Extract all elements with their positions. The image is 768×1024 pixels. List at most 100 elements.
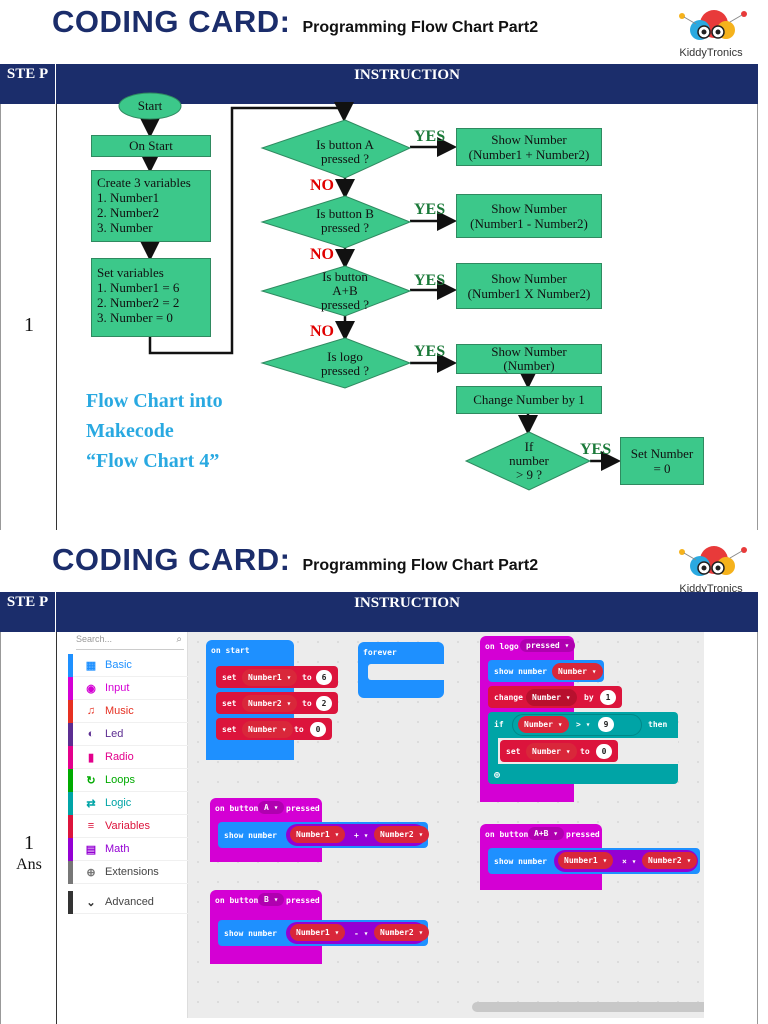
set-number-block[interactable]: set Number ▾ to 0: [216, 718, 332, 740]
grid-icon: ▦: [85, 659, 97, 672]
category-color-bar: [68, 745, 73, 769]
card-title-sub: Programming Flow Chart Part2: [302, 19, 539, 36]
show-difference-block[interactable]: show number Number1 ▾ - ▾ Number2 ▾: [218, 920, 430, 946]
search-icon: ⌕: [176, 634, 182, 645]
step-header: STE P: [0, 64, 56, 104]
category-color-bar: [68, 837, 73, 861]
category-label: Input: [105, 682, 130, 694]
category-extensions[interactable]: ⊕ Extensions: [68, 860, 188, 884]
category-label: Math: [105, 843, 130, 855]
add-icon[interactable]: ⊕: [494, 770, 501, 781]
decision-button-ab: [260, 265, 412, 317]
flowchart-connectors: [118, 92, 621, 491]
yes-label: YES: [414, 128, 446, 145]
yes-label: YES: [414, 343, 446, 360]
show-sum-box: Show Number(Number1 + Number2): [456, 128, 602, 166]
table-header: STE P INSTRUCTION: [0, 592, 758, 632]
show-product-box: Show Number(Number1 X Number2): [456, 263, 602, 309]
decision-button-b: [260, 195, 412, 249]
category-math[interactable]: ▤ Math: [68, 837, 188, 861]
change-number-block[interactable]: change Number ▾ by 1: [488, 686, 622, 708]
category-color-bar: [68, 860, 73, 884]
no-label: NO: [310, 177, 334, 194]
start-label: Start: [137, 98, 163, 113]
category-input[interactable]: ◉ Input: [68, 676, 188, 700]
category-basic[interactable]: ▦ Basic: [68, 653, 188, 677]
create-vars-line: 2. Number2: [97, 205, 160, 220]
category-label: Music: [105, 705, 134, 717]
change-number-box: Change Number by 1: [456, 386, 602, 414]
category-variables[interactable]: ≡ Variables: [68, 814, 188, 838]
workspace[interactable]: on start set Number1 ▾ to 6 set Number2 …: [188, 632, 704, 1018]
category-radio[interactable]: ▮ Radio: [68, 745, 188, 769]
create-vars-line: 3. Number: [97, 220, 153, 235]
list-icon: ≡: [87, 820, 95, 832]
yes-label: YES: [414, 201, 446, 218]
category-advanced[interactable]: ⌄Advanced: [68, 890, 188, 914]
set-vars-line: 2. Number2 = 2: [97, 295, 180, 310]
no-label: NO: [310, 246, 334, 263]
headphones-icon: ♫: [86, 705, 96, 717]
category-color-bar: [68, 814, 73, 838]
create-vars-line: 1. Number1: [97, 190, 160, 205]
set-vars-line: 3. Number = 0: [97, 310, 173, 325]
category-color-bar: [68, 890, 73, 914]
instruction-header: INSTRUCTION: [354, 67, 460, 83]
forever-block[interactable]: forever: [358, 642, 444, 698]
step-column: [1, 632, 57, 1024]
category-label: Radio: [105, 751, 134, 763]
category-color-bar: [68, 722, 73, 746]
set-number-zero-box: Set Number= 0: [620, 437, 704, 485]
kiddytronics-logo: KiddyTronics: [679, 10, 747, 59]
category-color-bar: [68, 699, 73, 723]
set-number2-block[interactable]: set Number2 ▾ to 2: [216, 692, 338, 714]
card-title: CODING CARD: Programming Flow Chart Part…: [52, 4, 538, 54]
decision-logo: [260, 337, 412, 389]
step-number: 1: [24, 832, 34, 854]
svg-text:KiddyTronics: KiddyTronics: [679, 47, 743, 59]
set-number-zero-block[interactable]: set Number ▾ to 0: [500, 740, 618, 762]
category-label: Variables: [105, 820, 151, 832]
set-variables-box: Set variables 1. Number1 = 6 2. Number2 …: [91, 258, 211, 337]
category-led[interactable]: ◐Led: [68, 722, 188, 746]
show-sum-block[interactable]: show number Number1 ▾ + ▾ Number2 ▾: [218, 822, 430, 848]
toolbox: Search... ⌕ ▦ Basic ◉ Input ♫ Music ◐Led ▮ Radio…: [68, 632, 188, 1018]
category-logic[interactable]: ⇄Logic: [68, 791, 188, 815]
on-start-box: On Start: [91, 135, 211, 157]
horizontal-scrollbar[interactable]: [472, 1002, 704, 1012]
input-icon: ◉: [86, 682, 96, 695]
yes-label: YES: [414, 272, 446, 289]
loop-icon: ↻: [86, 774, 96, 787]
table-body: 1: [0, 104, 758, 530]
makecode-editor: Search... ⌕ ▦ Basic ◉ Input ♫ Music ◐Led ▮ Radio…: [68, 632, 704, 1018]
card-title-sub: Programming Flow Chart Part2: [302, 557, 539, 574]
kiddytronics-logo: KiddyTronics: [679, 546, 747, 595]
card-title-main: CODING CARD:: [52, 4, 291, 39]
decision-button-a: [260, 119, 412, 179]
category-label: Basic: [105, 659, 132, 671]
show-product-block[interactable]: show number Number1 ▾ × ▾ Number2 ▾: [488, 848, 700, 874]
category-color-bar: [68, 768, 73, 792]
table-body: 1 Ans: [0, 632, 758, 1024]
shuffle-icon: ⇄: [86, 797, 96, 810]
create-variables-box: Create 3 variables 1. Number1 2. Number2…: [91, 170, 211, 242]
signal-icon: ▮: [87, 751, 95, 764]
calculator-icon: ▤: [85, 843, 97, 856]
yes-label: YES: [580, 441, 612, 458]
step-number: 1: [24, 314, 34, 336]
no-label: NO: [310, 323, 334, 340]
start-terminal: [118, 92, 182, 120]
search-input[interactable]: Search... ⌕: [76, 634, 184, 650]
category-loops[interactable]: ↻Loops: [68, 768, 188, 792]
set-number1-block[interactable]: set Number1 ▾ to 6: [216, 666, 338, 688]
on-start-label: On Start: [129, 138, 173, 153]
category-label: Extensions: [105, 866, 159, 878]
plus-icon: ⊕: [86, 866, 96, 879]
set-vars-line: Set variables: [97, 265, 164, 280]
step-column: [1, 104, 57, 530]
show-number-block[interactable]: show number Number ▾: [488, 660, 604, 682]
category-music[interactable]: ♫ Music: [68, 699, 188, 723]
